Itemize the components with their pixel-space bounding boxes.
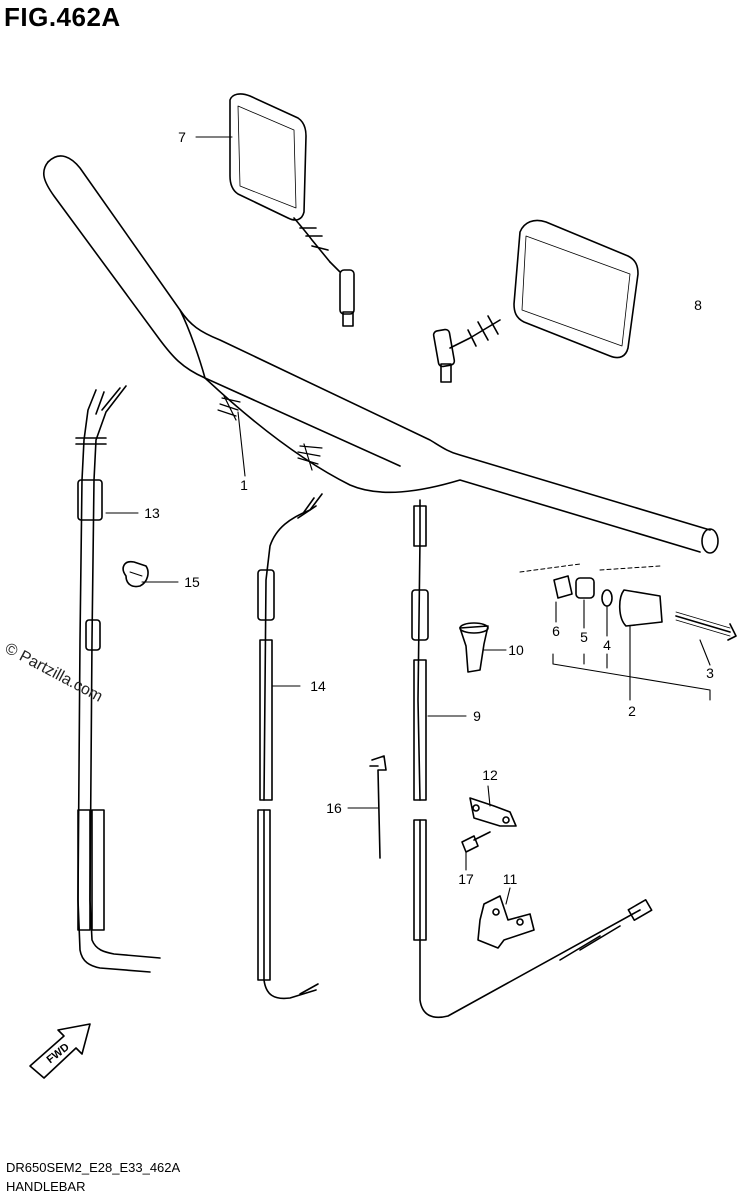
callout-12: 12 <box>482 767 498 783</box>
callout-17: 17 <box>458 871 474 887</box>
mirror-left-part[interactable] <box>229 93 355 327</box>
callout-6: 6 <box>552 623 560 639</box>
balancer-weight-part <box>618 589 663 627</box>
fwd-arrow-icon <box>29 1023 91 1079</box>
callout-11: 11 <box>503 871 518 887</box>
callout-2: 2 <box>628 703 636 719</box>
figure-title: FIG.462A <box>4 2 121 32</box>
footer-model-code: DR650SEM2_E28_E33_462A <box>6 1160 181 1175</box>
cable-tie-part[interactable] <box>369 755 387 859</box>
throttle-cable-part[interactable] <box>75 385 161 973</box>
handlebar-part[interactable] <box>42 155 719 554</box>
collar-part <box>575 577 595 599</box>
footer-section-name: HANDLEBAR <box>6 1179 86 1194</box>
callout-16: 16 <box>326 800 342 816</box>
callout-7: 7 <box>178 129 186 145</box>
callout-4: 4 <box>603 637 611 653</box>
washer-part <box>601 589 613 607</box>
callout-10: 10 <box>508 642 524 658</box>
callout-labels: 1 2 3 4 5 6 7 8 9 10 11 12 13 15 14 16 1… <box>144 129 714 887</box>
bolt-part <box>675 615 737 641</box>
callout-5: 5 <box>580 629 588 645</box>
clutch-cable-part[interactable] <box>411 499 653 1019</box>
callout-14-clip: 15 <box>184 574 200 590</box>
nut-part <box>553 575 573 599</box>
callout-1: 1 <box>240 477 248 493</box>
hot-start-cable-part[interactable] <box>257 493 323 1000</box>
handlebar-balancer-assembly[interactable] <box>519 563 737 641</box>
callout-8: 8 <box>694 297 702 313</box>
callout-3: 3 <box>706 665 714 681</box>
screw-part[interactable] <box>461 831 491 853</box>
cable-clip-part[interactable] <box>122 560 149 588</box>
callout-13: 13 <box>144 505 160 521</box>
fwd-badge-text: FWD <box>45 1041 72 1066</box>
leader-lines <box>105 136 711 905</box>
lever-bracket-part[interactable] <box>477 895 535 949</box>
callout-9: 9 <box>473 708 481 724</box>
grip-band-left <box>217 395 241 421</box>
grip-band-right <box>297 443 323 471</box>
clamp-plate-part[interactable] <box>469 797 517 827</box>
grommet-part[interactable] <box>459 622 489 673</box>
mirror-right-part[interactable] <box>432 219 639 383</box>
callout-14: 14 <box>310 678 326 694</box>
